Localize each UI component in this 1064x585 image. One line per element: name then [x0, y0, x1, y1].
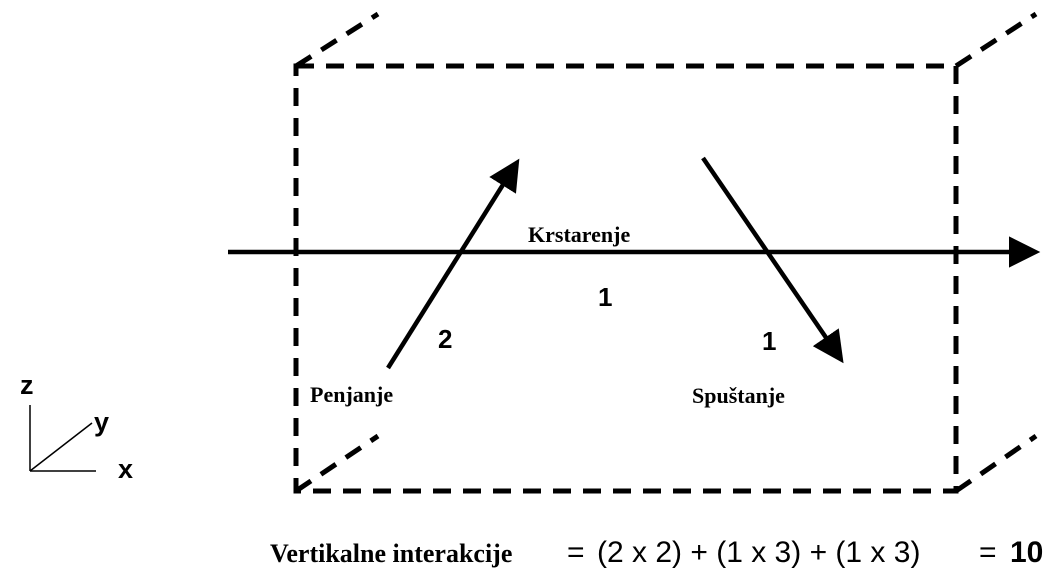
- cruise-count: 1: [598, 282, 612, 312]
- descent-count: 1: [762, 326, 776, 356]
- box-edge-top-left: [294, 11, 380, 69]
- formula-label: Vertikalne interakcije: [270, 539, 512, 568]
- formula-result: 10: [1010, 536, 1043, 569]
- climb-label: Penjanje: [310, 382, 393, 407]
- y-axis-line: [29, 422, 93, 472]
- box-edge-bottom-right: [954, 433, 1038, 494]
- y-axis-label: y: [94, 407, 109, 437]
- cruise-label: Krstarenje: [528, 222, 630, 247]
- box-edge-bottom-left: [294, 433, 380, 494]
- formula-equals: =: [567, 536, 585, 569]
- climb-count: 2: [438, 324, 452, 354]
- formula-equals-2: =: [979, 536, 997, 569]
- formula: Vertikalne interakcije = (2 x 2) + (1 x …: [270, 536, 1043, 569]
- airspace-box: [293, 11, 1038, 494]
- box-edge-top-right: [954, 11, 1038, 69]
- box-front-face: [293, 63, 959, 494]
- axes-indicator: z y x: [20, 370, 133, 484]
- z-axis-label: z: [20, 370, 34, 400]
- formula-expression: (2 x 2) + (1 x 3) + (1 x 3): [597, 536, 920, 569]
- descent-arrow: [701, 156, 844, 364]
- climb-arrow: [386, 158, 520, 370]
- descent-label: Spuštanje: [692, 383, 785, 408]
- x-axis-label: x: [118, 454, 133, 484]
